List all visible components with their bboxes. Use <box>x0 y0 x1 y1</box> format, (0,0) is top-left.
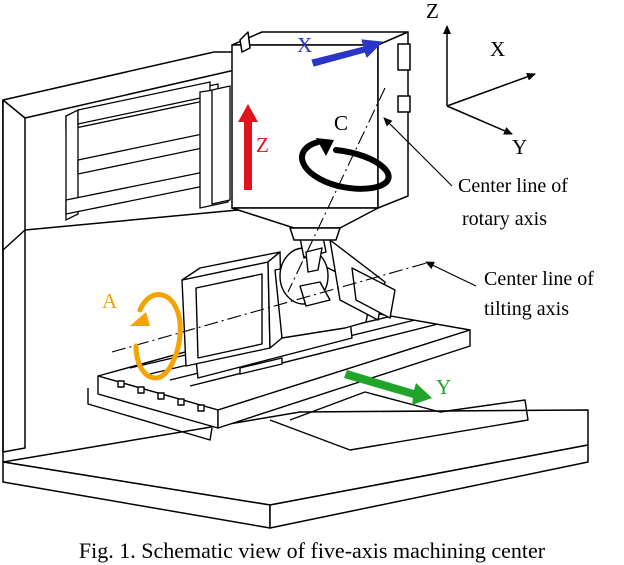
rotary-axis-label-line2: rotary axis <box>462 208 547 230</box>
tilting-axis-label-line1: Center line of <box>484 268 594 290</box>
frame-z-label: Z <box>426 0 439 23</box>
figure-caption: Fig. 1. Schematic view of five-axis mach… <box>78 538 546 563</box>
annotation-leaders <box>383 117 477 287</box>
frame-x-arrow <box>446 72 536 107</box>
rotary-axis-centerline <box>287 87 386 293</box>
frame-x-label: X <box>490 37 505 61</box>
tilting-head <box>181 231 396 379</box>
tilting-axis-label-line2: tilting axis <box>484 298 569 320</box>
rotary-leader <box>383 117 453 187</box>
center-lines <box>111 87 431 353</box>
z-axis-label: Z <box>256 133 269 157</box>
coordinate-frame <box>443 25 536 135</box>
c-axis-rotation-arrow <box>299 138 392 192</box>
spindle-head <box>231 31 411 241</box>
y-axis-arrow <box>344 370 432 405</box>
x-axis-label: X <box>297 33 312 57</box>
y-axis-label: Y <box>436 375 451 399</box>
a-axis-rotation-arrow <box>130 292 183 381</box>
rotary-axis-label-line1: Center line of <box>458 175 568 197</box>
frame-y-label: Y <box>512 135 527 159</box>
tilting-leader <box>425 261 477 287</box>
column-guide-rails <box>65 81 231 222</box>
c-axis-label: C <box>334 111 348 135</box>
frame-y-arrow <box>446 105 513 135</box>
tilting-axis-centerline <box>111 261 431 353</box>
a-axis-label: A <box>102 289 118 313</box>
x-axis-arrow <box>311 39 384 67</box>
z-axis-arrow <box>238 104 258 190</box>
